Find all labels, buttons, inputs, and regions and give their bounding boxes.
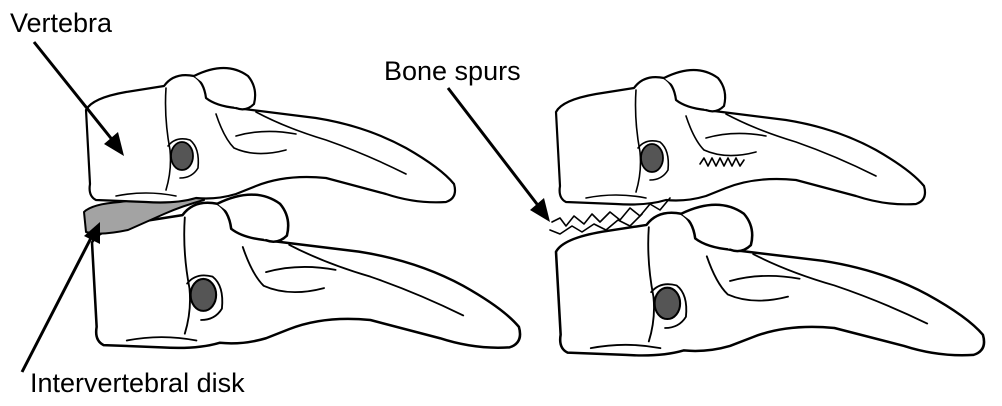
disk-pointer-arrow bbox=[22, 222, 100, 372]
vertebra-label: Vertebra bbox=[10, 10, 112, 37]
healthy-spine-panel bbox=[84, 68, 520, 348]
upper-vertebra-right bbox=[556, 70, 925, 205]
degenerated-spine-panel bbox=[550, 70, 984, 355]
upper-vertebra-left bbox=[86, 68, 455, 203]
bone-spurs-pointer-arrow bbox=[448, 88, 550, 222]
intervertebral-disk-label: Intervertebral disk bbox=[30, 370, 245, 397]
lower-vertebra-right bbox=[556, 205, 984, 356]
bone-spurs-label: Bone spurs bbox=[384, 58, 521, 85]
